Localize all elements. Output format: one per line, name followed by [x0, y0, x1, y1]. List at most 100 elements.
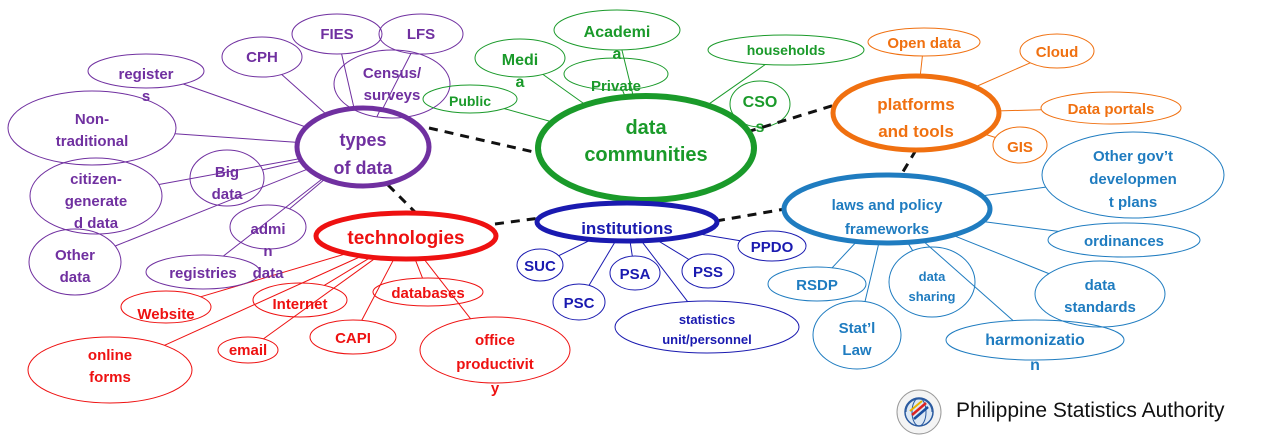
leaf-datastandards-label-0: data	[1085, 277, 1117, 294]
leaf-census-label-1: surveys	[364, 87, 421, 104]
leaf-citizen-label-0: citizen-	[70, 171, 122, 188]
leaf-cso-label-1: s	[756, 119, 765, 136]
leaf-statunit-label-0: statistics	[679, 312, 735, 327]
connector-laws-datastandards	[952, 234, 1050, 275]
leaf-statunit-label-1: unit/personnel	[662, 332, 752, 347]
leaf-databases-label-0: databases	[391, 285, 464, 302]
leaf-gis-label-0: GIS	[1007, 139, 1033, 156]
leaf-internet-shape	[252, 282, 348, 318]
leaf-gis: GIS	[992, 126, 1048, 164]
leaf-academia-label-1: a	[613, 46, 622, 63]
leaf-bigdata-label-0: Big	[215, 164, 239, 181]
leaf-capi-label-0: CAPI	[335, 330, 371, 347]
leaf-harmonization-shape	[945, 319, 1125, 361]
connector-technologies-website	[200, 252, 348, 298]
leaf-internet-label-0: Internet	[272, 296, 327, 313]
hub-platforms-label-0: platforms	[877, 95, 954, 114]
leaf-bigdata-shape	[189, 149, 265, 207]
leaf-psc-shape	[552, 283, 606, 321]
connector-platforms-opendata	[919, 55, 923, 77]
connector-types-registries	[222, 177, 324, 257]
dashed-link-platforms-laws	[899, 149, 918, 176]
connector-institutions-statunit	[640, 240, 688, 302]
leaf-psa: PSA	[609, 255, 661, 291]
psa-logo-icon	[896, 389, 942, 435]
dashed-link-institutions-laws	[715, 207, 786, 223]
leaf-datasharing-shape	[888, 246, 976, 318]
connector-technologies-capi	[361, 258, 395, 321]
leaf-harmonization-label-0: harmonizatio	[985, 332, 1085, 349]
leaf-rsdp: RSDP	[767, 266, 867, 302]
leaf-media-shape	[474, 38, 566, 78]
connector-communities-academia	[621, 49, 634, 97]
leaf-public-shape	[422, 84, 518, 114]
leaf-admin-label-0: admi	[250, 221, 285, 238]
connector-types-citizen	[158, 158, 301, 185]
leaf-office-shape	[419, 316, 571, 384]
leaf-suc: SUC	[516, 248, 564, 282]
connector-institutions-psc	[588, 240, 617, 286]
hub-types-label-1: of data	[333, 158, 393, 178]
leaf-pss: PSS	[681, 253, 735, 289]
leaf-admin-label-1: n	[263, 243, 272, 260]
leaf-citizen-label-2: d data	[74, 215, 119, 232]
leaf-private-label-0: Private	[591, 78, 641, 95]
connector-types-otherdata	[115, 168, 309, 247]
leaf-academia-label-0: Academi	[584, 24, 651, 41]
leaf-dataportals-label-0: Data portals	[1068, 101, 1155, 118]
leaf-public: Public	[422, 84, 518, 114]
leaf-onlineforms-shape	[27, 336, 193, 404]
hub-communities-label-0: data	[625, 117, 667, 139]
leaf-households: households	[707, 34, 865, 66]
leaf-datastandards-shape	[1034, 260, 1166, 328]
leaf-statunit-shape	[614, 300, 800, 354]
leaf-capi-shape	[309, 319, 397, 355]
leaf-census: Census/surveys	[333, 49, 451, 119]
leaf-academia-shape	[553, 9, 681, 51]
connector-institutions-pss	[656, 239, 690, 260]
leaf-psa-shape	[609, 255, 661, 291]
psa-branding: Philippine Statistics Authority	[896, 389, 1265, 435]
leaf-suc-shape	[516, 248, 564, 282]
leaf-psc-label-0: PSC	[564, 295, 595, 312]
leaf-office-label-2: y	[491, 380, 500, 397]
leaf-admin-shape	[229, 204, 307, 250]
leaf-databases: databases	[372, 277, 484, 307]
leaf-nontraditional: Non-traditional	[7, 90, 177, 166]
leaf-registers-label-1: s	[142, 88, 150, 105]
leaf-othergov-label-1: developmen	[1089, 171, 1177, 188]
leaf-gis-shape	[992, 126, 1048, 164]
leaf-nontraditional-shape	[7, 90, 177, 166]
leaf-ppdo: PPDO	[737, 230, 807, 262]
leaf-census-shape	[333, 49, 451, 119]
leaf-citizen-shape	[29, 157, 163, 235]
leaf-office-label-1: productivit	[456, 356, 534, 373]
hub-platforms-label-1: and tools	[878, 122, 954, 141]
connector-institutions-suc	[558, 239, 592, 257]
hub-platforms: platforms and tools	[830, 73, 1002, 153]
hub-technologies-shape	[313, 210, 499, 262]
leaf-pss-shape	[681, 253, 735, 289]
leaf-media-label-0: Medi	[502, 52, 538, 69]
hub-institutions: institutions	[534, 200, 720, 244]
connector-platforms-dataportals	[998, 109, 1042, 112]
leaf-private-shape	[563, 57, 669, 91]
leaf-private: Private	[563, 57, 669, 95]
hub-platforms-shape	[830, 73, 1002, 153]
hub-laws-label-0: laws and policy	[832, 197, 944, 214]
leaf-statlaw-shape	[812, 300, 902, 370]
leaf-ppdo-shape	[737, 230, 807, 262]
leaf-cph-label-0: CPH	[246, 49, 278, 66]
connector-types-bigdata	[262, 160, 302, 171]
